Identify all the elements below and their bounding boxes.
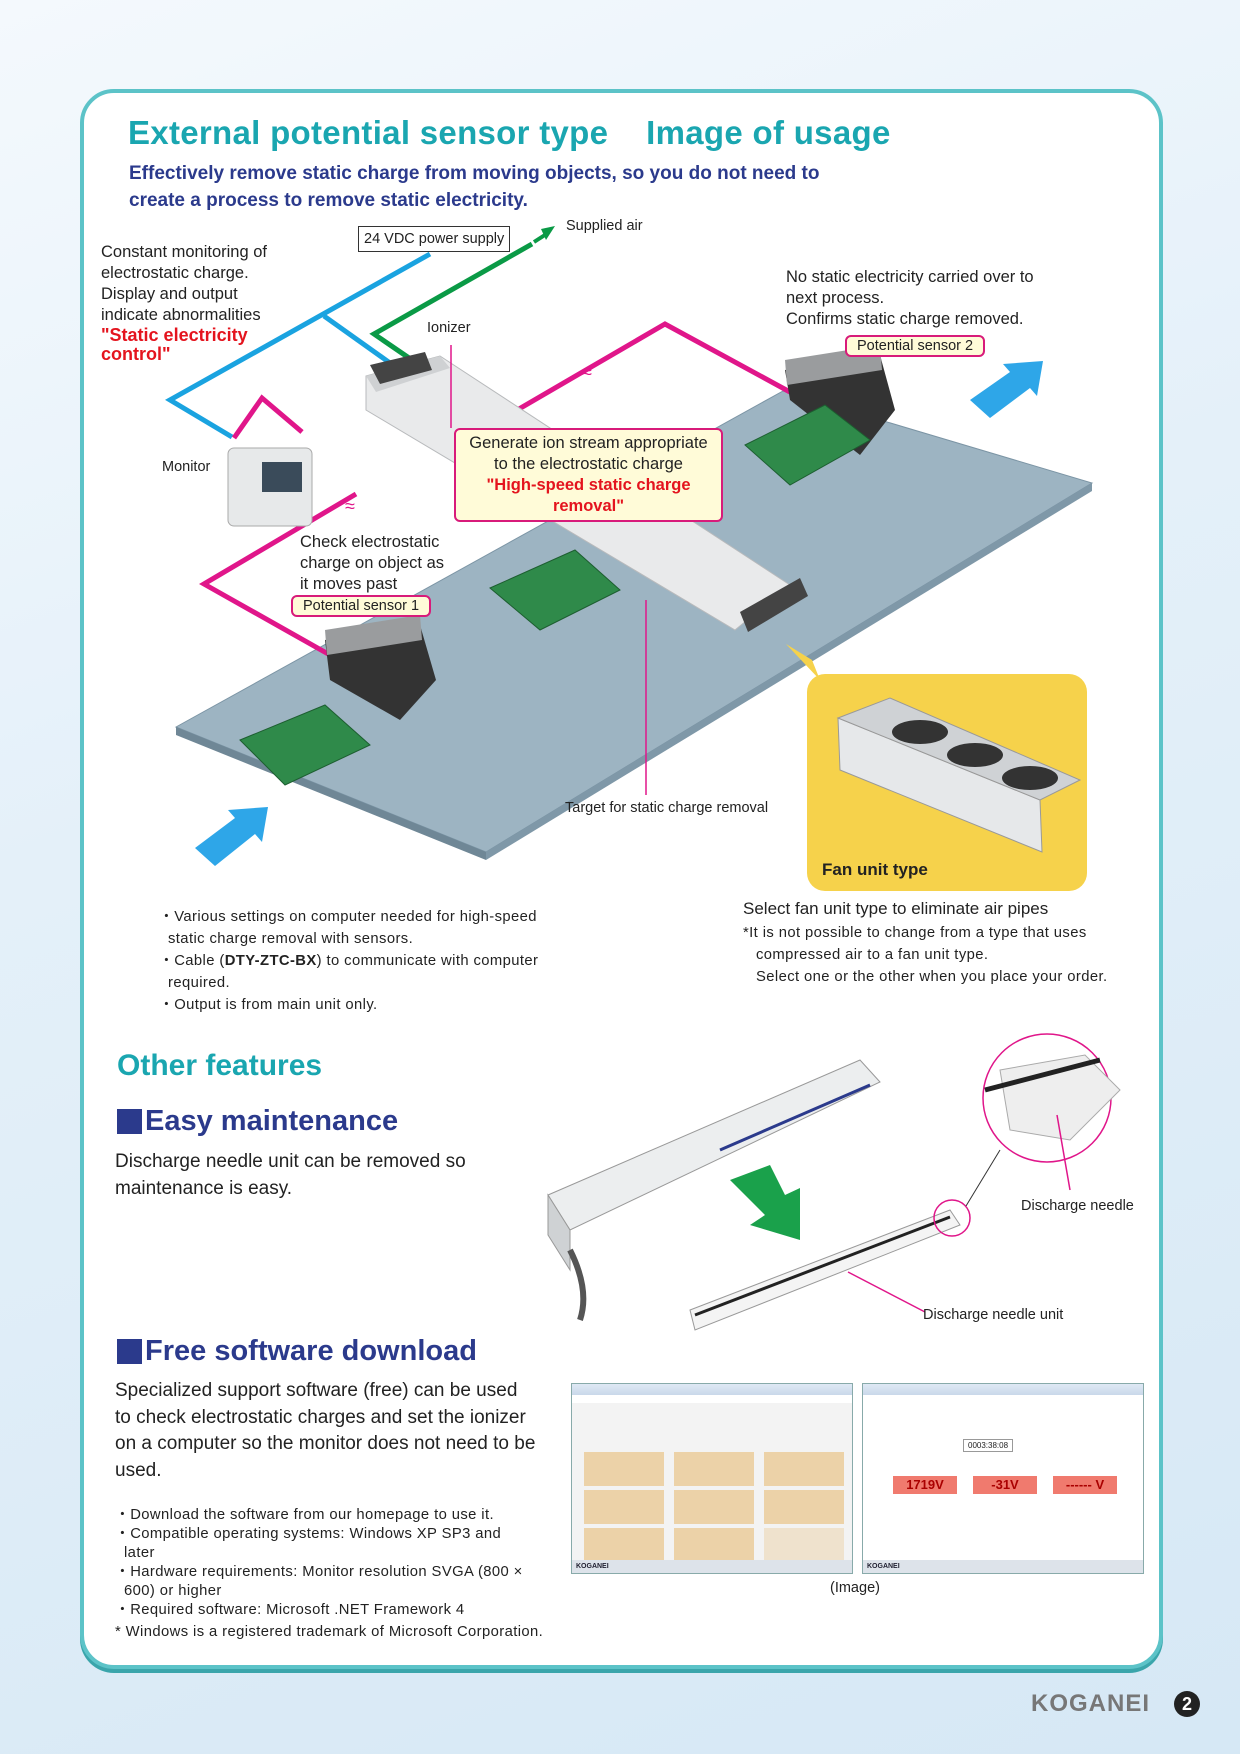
potential-sensor-2-tag: Potential sensor 2 <box>845 335 986 357</box>
bullet-line: ・Compatible operating systems: Windows X… <box>115 1526 502 1542</box>
power-supply-label: 24 VDC power supply <box>358 226 511 252</box>
other-features-title: Other features <box>117 1049 323 1082</box>
flow-arrow-in <box>195 807 268 866</box>
next-process-line: No static electricity carried over to <box>786 268 1034 286</box>
flow-arrow-out <box>970 361 1043 418</box>
note-line: static charge removal with sensors. <box>168 931 414 947</box>
elapsed-time: 0003:38:08 <box>963 1439 1014 1452</box>
notes-left: ・Various settings on computer needed for… <box>159 906 599 1016</box>
check-line: Check electrostatic <box>300 533 440 551</box>
bullet-line: 600) or higher <box>124 1583 222 1599</box>
heading-square-icon <box>117 1109 142 1134</box>
svg-text:≈: ≈ <box>345 496 355 516</box>
sensor2-value: -31V <box>973 1476 1037 1494</box>
screen-brand: KOGANEI <box>576 1563 609 1570</box>
potential-sensor-1-tag: Potential sensor 1 <box>291 595 432 617</box>
signal-cable-top <box>231 394 304 440</box>
note-line: Select one or the other when you place y… <box>756 969 1108 985</box>
para-line: Specialized support software (free) can … <box>115 1380 518 1401</box>
note-text: ) to communicate with computer <box>316 953 539 969</box>
page-title: External potential sensor type Image of … <box>128 114 891 151</box>
fan-unit-image <box>786 644 1082 853</box>
internal-sensor-value: ------ V <box>1053 1476 1117 1494</box>
bullet-line: ・Hardware requirements: Monitor resoluti… <box>115 1564 523 1580</box>
note-line: *It is not possible to change from a typ… <box>743 925 1087 941</box>
easy-maintenance-text: Discharge needle unit can be removed so … <box>115 1149 466 1202</box>
software-screenshot-settings: KOGANEI <box>571 1383 853 1574</box>
easy-maintenance-title: Easy maintenance <box>145 1105 399 1137</box>
monitoring-line: Constant monitoring of <box>101 243 268 261</box>
para-line: to check electrostatic charges and set t… <box>115 1406 526 1428</box>
para-line: on a computer so the monitor does not ne… <box>115 1433 536 1454</box>
power-cable <box>165 251 432 440</box>
target-board <box>239 404 871 786</box>
note-text: ・Cable ( <box>159 953 225 969</box>
fan-unit-heading: Select fan unit type to eliminate air pi… <box>743 899 1049 918</box>
notes-right: Select fan unit type to eliminate air pi… <box>743 898 1143 988</box>
generate-line: Generate ion stream appropriate <box>469 434 708 452</box>
window-titlebar <box>863 1384 1143 1395</box>
heading-square-icon <box>117 1339 142 1364</box>
page-number: 2 <box>1174 1691 1200 1717</box>
next-process-text: No static electricity carried over to ne… <box>786 267 1034 330</box>
static-control-highlight: "Static electricity control" <box>101 325 248 364</box>
generate-line: to the electrostatic charge <box>494 455 683 473</box>
para-line: Discharge needle unit can be removed so <box>115 1151 466 1172</box>
page-subtitle: Effectively remove static charge from mo… <box>129 163 820 211</box>
koganei-logo: KOGANEI <box>1031 1690 1151 1717</box>
note-line: ・Cable (DTY-ZTC-BX) to communicate with … <box>159 950 599 972</box>
maintenance-image <box>547 1033 1121 1331</box>
para-line: maintenance is easy. <box>115 1177 293 1199</box>
note-line: required. <box>168 975 230 991</box>
svg-text:≈: ≈ <box>582 362 592 382</box>
window-titlebar <box>572 1384 852 1395</box>
next-process-line: Confirms static charge removed. <box>786 310 1024 328</box>
free-software-title: Free software download <box>145 1335 477 1367</box>
target-label: Target for static charge removal <box>565 800 769 816</box>
software-text: Specialized support software (free) can … <box>115 1378 565 1484</box>
generate-ion-callout: Generate ion stream appropriate to the e… <box>454 428 723 522</box>
para-line: used. <box>115 1459 162 1481</box>
discharge-needle-unit-label: Discharge needle unit <box>923 1307 1064 1323</box>
signal-cable-sensor2 <box>498 321 792 423</box>
software-screenshot-monitor: 0003:38:08 1719V -31V ------ V KOGANEI <box>862 1383 1144 1574</box>
easy-maintenance-heading: Easy maintenance <box>117 1105 398 1138</box>
discharge-needle-label: Discharge needle <box>1021 1198 1134 1214</box>
check-text: Check electrostatic charge on object as … <box>300 532 444 595</box>
bullet-line: ・Required software: Microsoft .NET Frame… <box>115 1602 465 1618</box>
potential-sensor-1-image <box>325 615 436 720</box>
monitoring-line: electrostatic charge. <box>101 264 249 282</box>
cable-model: DTY-ZTC-BX <box>224 953 317 969</box>
trademark-note: * Windows is a registered trademark of M… <box>115 1624 544 1640</box>
ionizer-label: Ionizer <box>427 320 471 336</box>
screen-brand: KOGANEI <box>867 1563 900 1570</box>
air-pipe <box>369 241 534 363</box>
sensor1-value: 1719V <box>893 1476 957 1494</box>
power-cable-branch <box>322 313 399 371</box>
high-speed-highlight: "High-speed static charge removal" <box>486 476 691 515</box>
monitoring-line: indicate abnormalities <box>101 306 261 324</box>
image-caption: (Image) <box>830 1580 880 1596</box>
monitoring-text: Constant monitoring of electrostatic cha… <box>101 242 271 364</box>
check-line: charge on object as <box>300 554 445 572</box>
note-line: compressed air to a fan unit type. <box>756 947 989 963</box>
conveyor-plate-edge <box>176 727 486 860</box>
fan-unit-label: Fan unit type <box>822 860 928 879</box>
bullet-line: later <box>124 1545 155 1561</box>
note-line: ・Various settings on computer needed for… <box>159 909 537 925</box>
next-process-line: next process. <box>786 289 885 307</box>
software-bullets: ・Download the software from our homepage… <box>115 1506 575 1642</box>
free-software-heading: Free software download <box>117 1335 477 1368</box>
note-line: ・Output is from main unit only. <box>159 997 378 1013</box>
supplied-air-label: Supplied air <box>566 218 643 234</box>
monitor-label: Monitor <box>162 459 211 475</box>
bullet-line: ・Download the software from our homepage… <box>115 1507 495 1523</box>
monitoring-line: Display and output <box>101 285 238 303</box>
check-line: it moves past <box>300 575 398 593</box>
